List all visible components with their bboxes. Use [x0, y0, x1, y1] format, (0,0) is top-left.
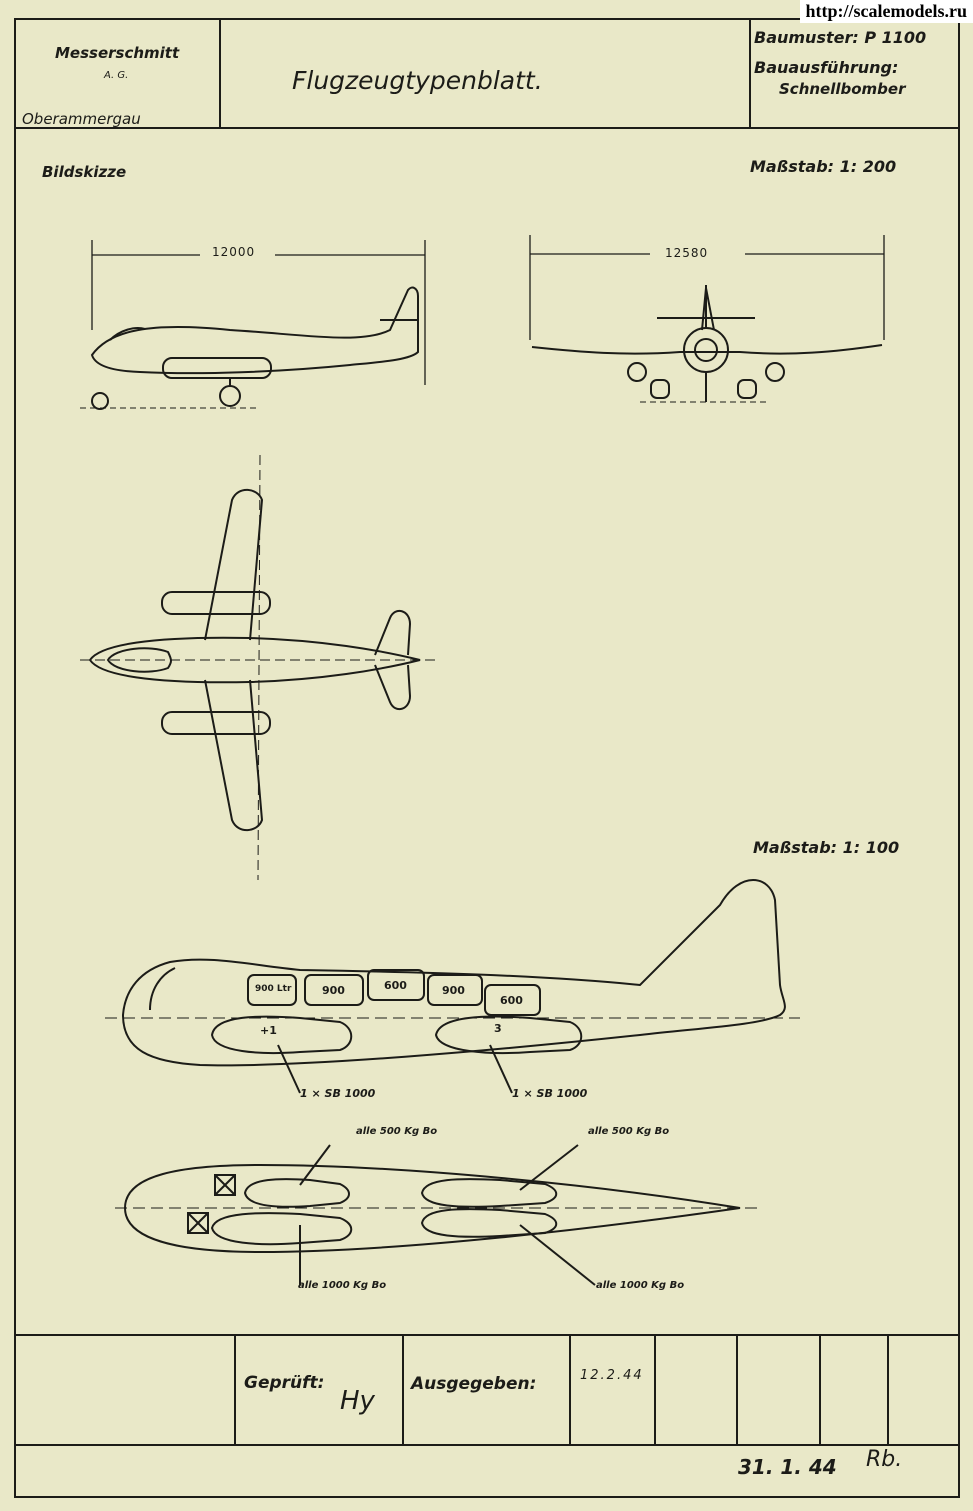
- bay-plan-view: [115, 1144, 760, 1286]
- bay-side-view: [105, 879, 800, 1094]
- plan-label-bottom-right: alle 1000 Kg Bo: [596, 1280, 685, 1291]
- variant-label: Bauausführung:: [754, 58, 899, 77]
- bomb-1: [210, 1015, 353, 1054]
- plan-view: [80, 454, 440, 881]
- variant-value: Schnellbomber: [779, 80, 906, 98]
- tank-label-4: 900: [442, 984, 465, 997]
- tank-5: [484, 984, 541, 1016]
- tank-3: [367, 969, 425, 1001]
- tank-1: [247, 974, 297, 1006]
- company-location: Oberammergau: [22, 110, 141, 128]
- length-dimension: 12000: [212, 245, 256, 259]
- side-view-small: [80, 240, 426, 410]
- bomb-label-2: 1 × SB 1000: [512, 1087, 588, 1100]
- tank-label-5: 600: [500, 994, 523, 1007]
- issued-label: Ausgegeben:: [411, 1374, 537, 1394]
- bomb-label-1: 1 × SB 1000: [300, 1087, 376, 1100]
- scale-label-1: Maßstab: 1: 200: [750, 157, 897, 176]
- bomb-2: [434, 1015, 583, 1054]
- plan-label-bottom-left: alle 1000 Kg Bo: [298, 1280, 387, 1291]
- tank-label-1: 900 Ltr: [255, 984, 292, 994]
- bomb-mark-1: +1: [260, 1024, 277, 1037]
- tank-2: [304, 974, 364, 1006]
- tank-label-3: 600: [384, 979, 407, 992]
- tank-label-2: 900: [322, 984, 345, 997]
- company-name: Messerschmitt: [55, 44, 180, 62]
- tank-4: [427, 974, 483, 1006]
- model-number: Baumuster: P 1100: [754, 28, 927, 47]
- front-view-small: [529, 235, 885, 403]
- company-suffix: A. G.: [104, 70, 129, 81]
- document-title: Flugzeugtypenblatt.: [292, 66, 543, 95]
- checked-label: Geprüft:: [244, 1373, 325, 1393]
- date-signature: Rb.: [866, 1447, 903, 1472]
- issued-date: 12.2.44: [580, 1368, 644, 1383]
- source-watermark: http://scalemodels.ru: [799, 0, 973, 23]
- sheet-date: 31. 1. 44: [738, 1455, 837, 1479]
- outer-frame: [14, 18, 960, 1498]
- bomb-mark-2: 3: [494, 1022, 502, 1035]
- plan-label-top-left: alle 500 Kg Bo: [356, 1126, 438, 1137]
- scale-label-2: Maßstab: 1: 100: [753, 838, 900, 857]
- plan-label-top-right: alle 500 Kg Bo: [588, 1126, 670, 1137]
- span-dimension: 12580: [665, 246, 709, 260]
- sketch-label: Bildskizze: [42, 163, 127, 181]
- checked-signature: Hy: [340, 1386, 375, 1416]
